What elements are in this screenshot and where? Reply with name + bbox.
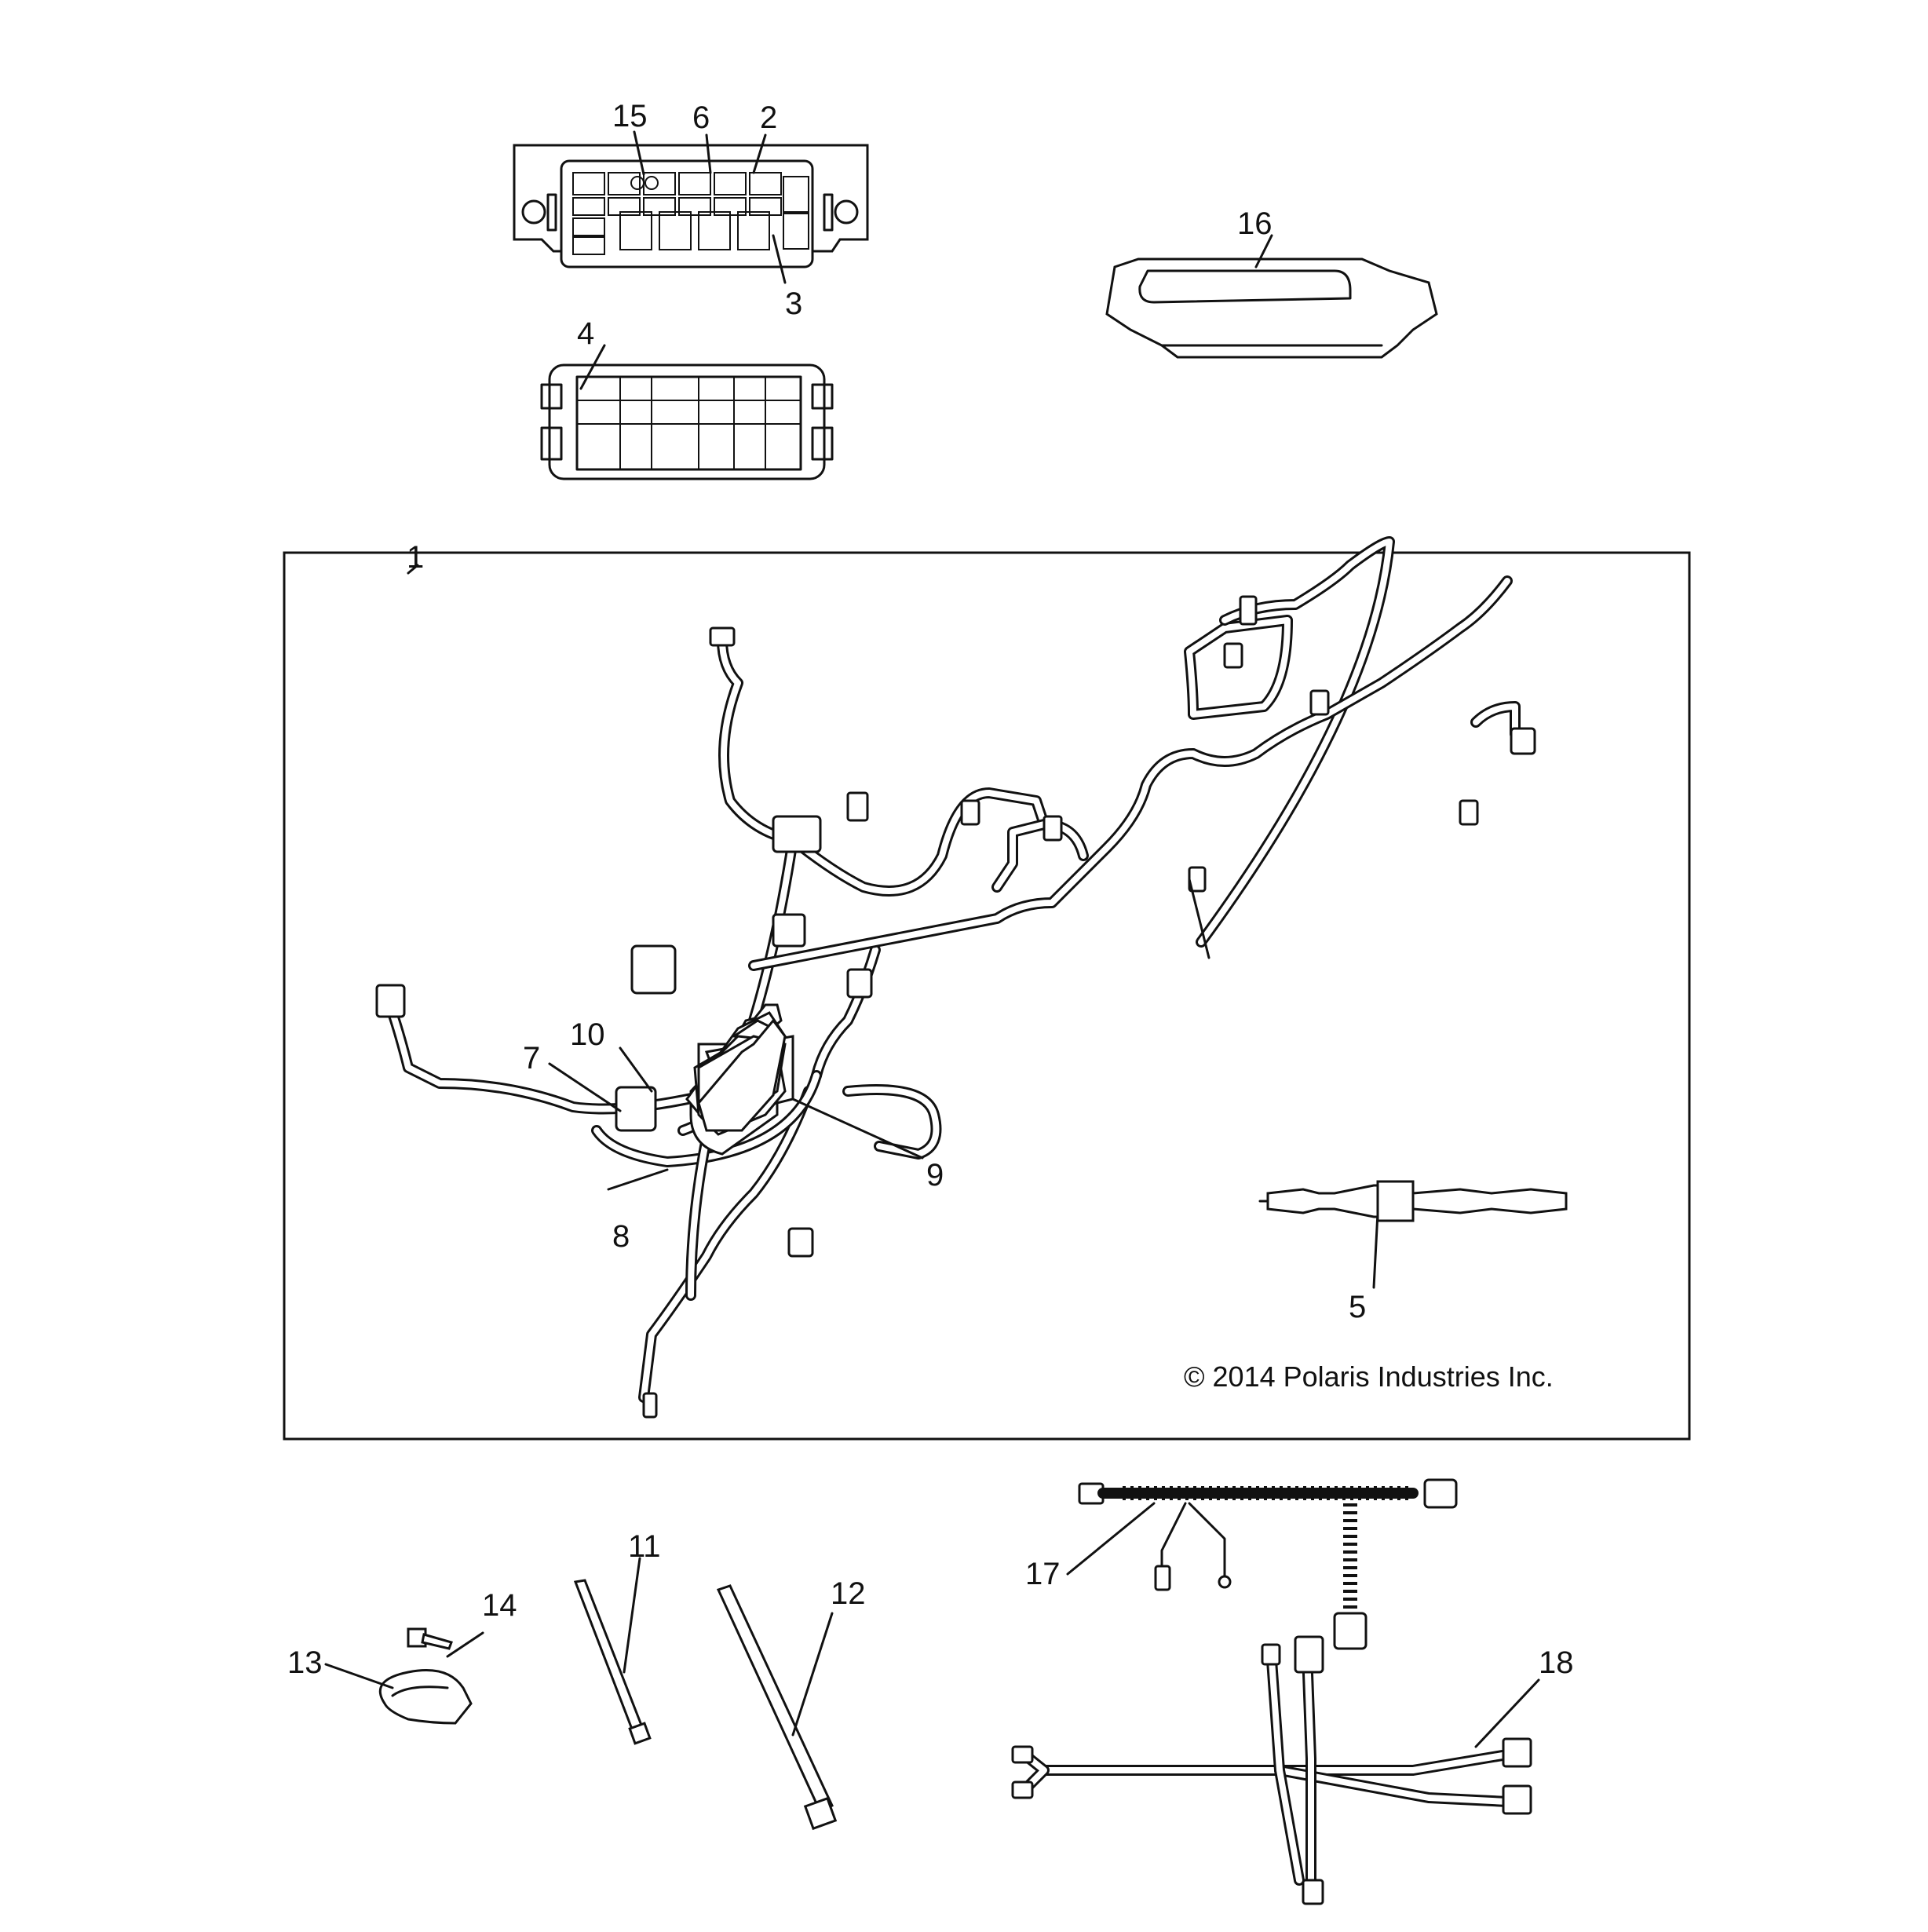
callout-5: 5 [1349,1290,1367,1324]
cable-tie-12-drawing [716,1584,838,1831]
callout-3: 3 [785,287,803,321]
callout-1: 1 [407,540,425,575]
fuse-box-cover-drawing [1105,234,1438,359]
callout-2: 2 [760,100,778,135]
callout-14: 14 [482,1588,517,1623]
callout-16: 16 [1237,206,1273,241]
harness-18-drawing [1011,1635,1540,1905]
callout-17: 17 [1025,1557,1061,1591]
callout-15: 15 [612,99,648,133]
main-harness-drawing [387,536,1521,1403]
callout-18: 18 [1539,1645,1574,1680]
callout-12: 12 [831,1576,866,1611]
fuse-cover-drawing [540,344,834,480]
clamp-13-drawing [324,1663,473,1725]
copyright-text: © 2014 Polaris Industries Inc. [1184,1360,1554,1393]
callout-6: 6 [692,100,710,135]
callout-8: 8 [612,1219,630,1254]
bolt-14-drawing [407,1627,484,1658]
leader-lines [548,878,1379,1289]
callout-13: 13 [287,1645,323,1680]
cable-tie-11-drawing [573,1557,652,1745]
center-module-drawing [697,1018,787,1132]
callout-7: 7 [523,1041,541,1076]
inline-fuse-holder-drawing [1258,1180,1568,1222]
harness-frame [283,551,1691,1441]
callout-9: 9 [926,1158,944,1192]
fuse-box-drawing [513,130,869,284]
harness-17-drawing [1066,1478,1458,1650]
callout-11: 11 [628,1529,661,1564]
callout-4: 4 [577,316,595,351]
callout-10: 10 [570,1017,605,1052]
